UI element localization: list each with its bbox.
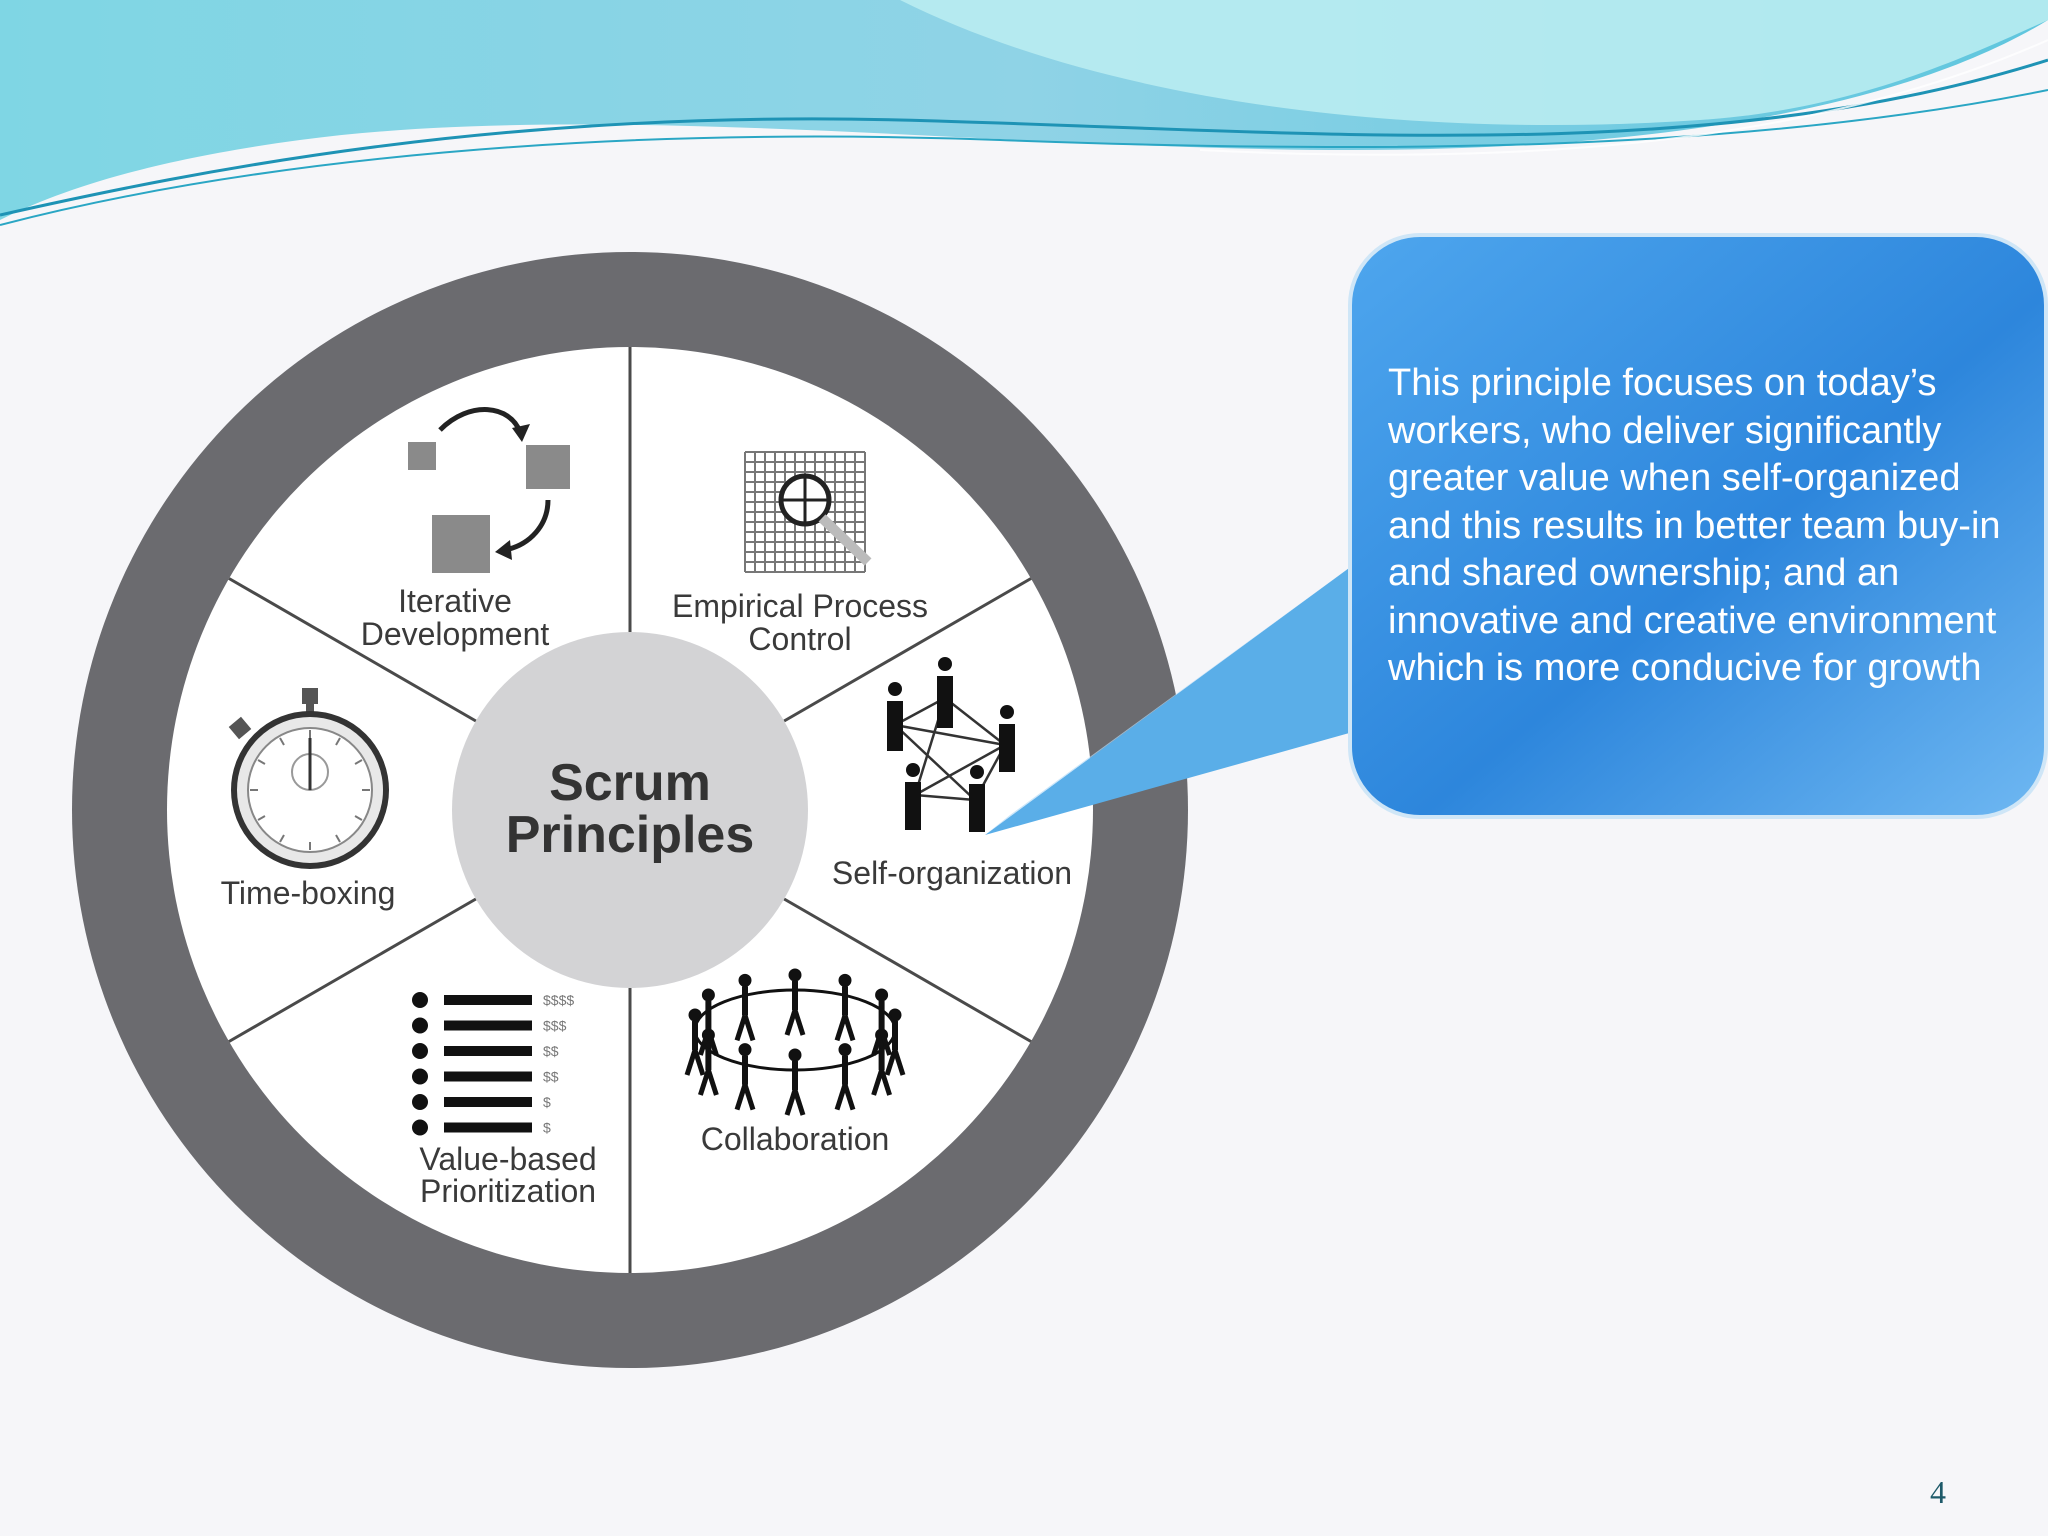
segment-self-organization: Self-organization xyxy=(832,657,1072,891)
list-bar xyxy=(444,1122,532,1133)
segment-label-iterative-line1: Iterative xyxy=(398,583,512,619)
list-value-label: $ xyxy=(543,1120,551,1136)
segment-divider xyxy=(228,897,477,1043)
list-bullet xyxy=(412,1094,428,1110)
list-value-label: $$ xyxy=(543,1069,559,1085)
list-value-label: $ xyxy=(543,1094,551,1110)
list-bar xyxy=(444,1071,532,1082)
list-bar xyxy=(444,995,532,1005)
list-value-label: $$$ xyxy=(543,1018,567,1034)
list-value-label: $$ xyxy=(543,1043,559,1059)
center-title-line1: Scrum xyxy=(549,754,711,812)
list-bullet xyxy=(412,1043,428,1059)
callout-text: This principle focuses on today’s worker… xyxy=(1388,362,2001,689)
segment-time-boxing: Time-boxing xyxy=(221,688,396,911)
page-number: 4 xyxy=(1930,1474,1946,1510)
segment-empirical-process-control: Empirical Process Control xyxy=(672,451,928,657)
segment-label-value-line1: Value-based xyxy=(419,1141,596,1177)
list-bullet xyxy=(412,1017,428,1034)
center-title-line2: Principles xyxy=(506,806,755,864)
segment-divider xyxy=(228,577,477,723)
list-bullet xyxy=(412,1119,428,1136)
segment-label-time-boxing: Time-boxing xyxy=(221,875,396,911)
scrum-principles-wheel: Scrum Principles Iterative Development xyxy=(72,252,1188,1368)
header-wave xyxy=(0,0,2048,226)
segment-iterative-development: Iterative Development xyxy=(361,407,570,652)
segment-collaboration: Collaboration xyxy=(684,968,906,1157)
center-disc xyxy=(452,632,808,988)
segment-dividers xyxy=(228,347,1032,1273)
callout-box xyxy=(1348,233,2048,819)
segment-divider xyxy=(783,897,1032,1043)
segment-label-self-organization: Self-organization xyxy=(832,855,1072,891)
segment-label-collaboration: Collaboration xyxy=(701,1121,890,1157)
segment-label-empirical-line2: Control xyxy=(748,621,851,657)
people-circle-icon xyxy=(684,968,906,1116)
segment-label-empirical-line1: Empirical Process xyxy=(672,588,928,624)
segment-divider xyxy=(783,577,1032,723)
segment-value-based-prioritization: $$$$$$$$$$$$$ Value-based Prioritization xyxy=(412,992,597,1209)
list-bar xyxy=(444,1020,532,1031)
callout-bubble xyxy=(985,233,2048,835)
cycle-squares-icon xyxy=(408,407,570,573)
segment-label-iterative-line2: Development xyxy=(361,616,550,652)
ranked-list-icon: $$$$$$$$$$$$$ xyxy=(412,992,574,1136)
network-people-icon xyxy=(887,657,1015,832)
list-bar xyxy=(444,1097,532,1107)
grid-magnifier-icon xyxy=(744,451,872,573)
segment-label-value-line2: Prioritization xyxy=(420,1173,596,1209)
list-bullet xyxy=(412,1068,428,1085)
list-value-label: $$$$ xyxy=(543,992,574,1008)
list-bullet xyxy=(412,992,428,1008)
list-bar xyxy=(444,1046,532,1056)
stopwatch-icon xyxy=(228,688,389,869)
